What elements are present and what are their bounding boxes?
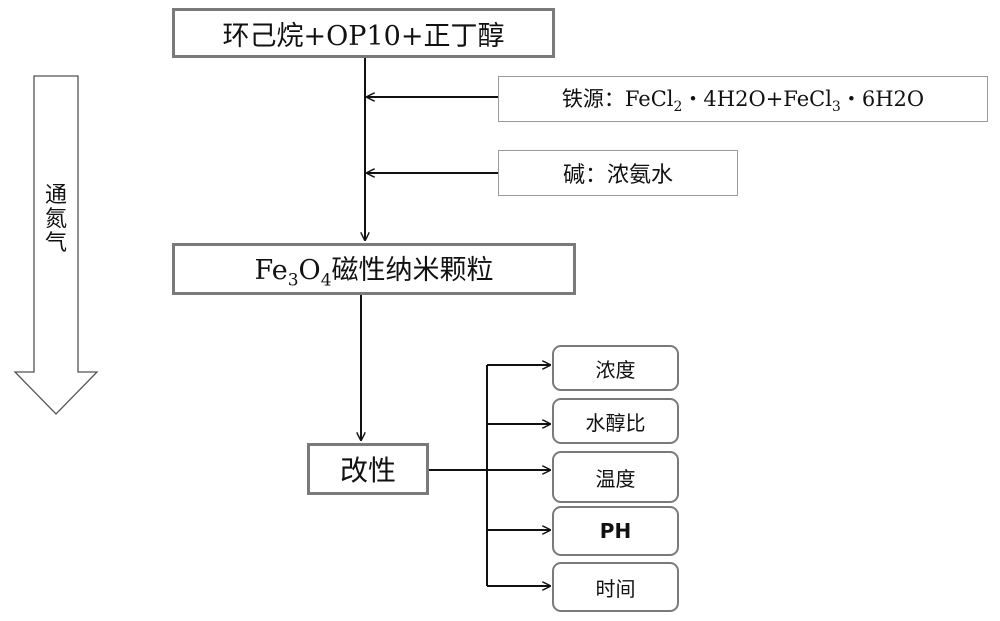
label-char: 氮 (44, 207, 67, 232)
param-label: 水醇比 (585, 410, 646, 435)
formula-part: O (298, 254, 321, 286)
formula-subscript: 4 (320, 270, 332, 291)
iron-formula-part: 铁源：FeCl (561, 86, 674, 111)
label-char: 气 (44, 231, 67, 256)
iron-formula-part: ・6H2O (840, 86, 925, 111)
param-label: PH (599, 519, 632, 543)
modify-box: 改性 (307, 443, 429, 495)
formula-subscript: 3 (287, 270, 299, 291)
iron-source-text: 铁源：FeCl2・4H2O+FeCl3・6H2O (562, 83, 924, 115)
modify-text: 改性 (339, 454, 396, 487)
param-box-temperature: 温度 (552, 451, 679, 503)
param-box-water-alcohol-ratio: 水醇比 (552, 398, 679, 444)
nanoparticle-text: Fe3O4磁性纳米颗粒 (254, 248, 493, 290)
param-label: 浓度 (595, 357, 636, 382)
iron-formula-part: ・4H2O+FeCl (682, 86, 832, 111)
base-box: 碱：浓氨水 (498, 150, 738, 196)
base-text: 碱：浓氨水 (562, 163, 673, 188)
iron-subscript: 3 (831, 99, 841, 116)
formula-part: 磁性纳米颗粒 (331, 254, 494, 286)
param-box-concentration: 浓度 (552, 345, 679, 391)
iron-subscript: 2 (673, 99, 683, 116)
nitrogen-label: 通 氮 气 (43, 184, 69, 256)
label-char: 通 (44, 183, 67, 208)
solvent-box: 环己烷+OP10+正丁醇 (172, 8, 555, 58)
param-label: 温度 (595, 466, 636, 491)
nanoparticle-box: Fe3O4磁性纳米颗粒 (172, 243, 576, 295)
nitrogen-flow-arrow (13, 75, 99, 415)
param-box-ph: PH (552, 506, 679, 556)
param-label: 时间 (595, 576, 636, 601)
formula-part: Fe (254, 254, 288, 286)
param-box-time: 时间 (552, 562, 679, 612)
iron-source-box: 铁源：FeCl2・4H2O+FeCl3・6H2O (498, 76, 988, 122)
solvent-text: 环己烷+OP10+正丁醇 (222, 20, 505, 52)
